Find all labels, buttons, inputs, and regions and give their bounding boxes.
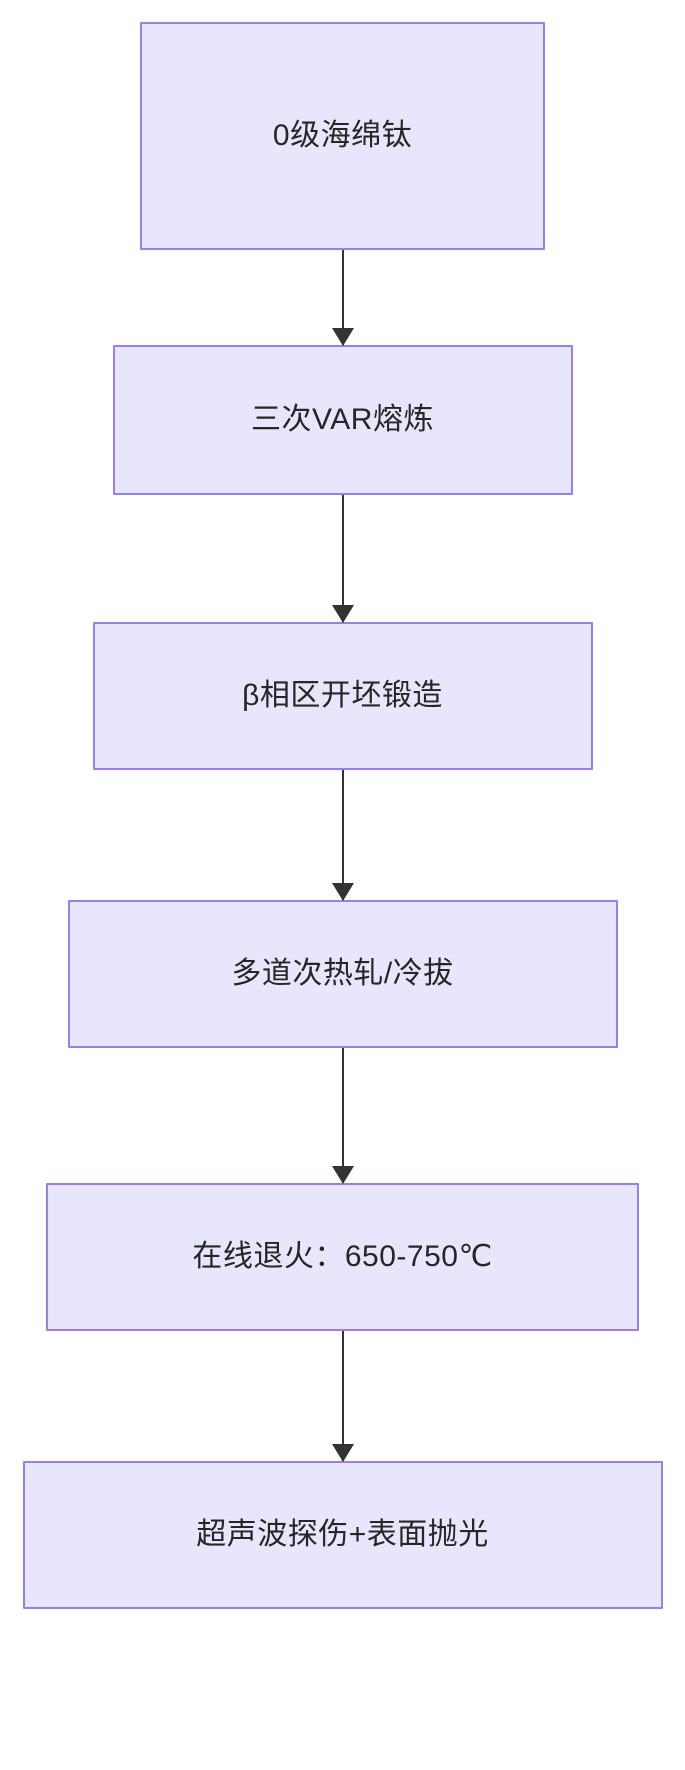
flowchart-node-n0[interactable]: 0级海绵钛 [140,22,545,250]
flowchart-node-n1[interactable]: 三次VAR熔炼 [112,345,573,495]
down-arrow-icon [331,1166,354,1184]
down-arrow-icon [331,605,354,623]
flowchart-node-n5[interactable]: 超声波探伤+表面抛光 [22,1461,663,1609]
flowchart-edge-n1-n2 [331,495,354,623]
flowchart-edge-n0-n1 [331,250,354,346]
down-arrow-icon [331,883,354,901]
flowchart-node-label: β相区开坯锻造 [242,679,443,712]
down-arrow-icon [331,328,354,346]
flowchart-edge-n2-n3 [331,770,354,901]
flowchart-node-label: 多道次热轧/冷拔 [231,957,454,990]
down-arrow-icon [331,1444,354,1462]
flowchart-node-n2[interactable]: β相区开坯锻造 [92,622,593,770]
flowchart-node-label: 0级海绵钛 [272,119,413,152]
flowchart-edge-n4-n5 [331,1331,354,1462]
flowchart-node-label: 超声波探伤+表面抛光 [196,1518,489,1551]
flowchart-node-label: 三次VAR熔炼 [251,403,434,436]
flowchart-node-label: 在线退火：650-750℃ [192,1240,493,1273]
flowchart-node-n4[interactable]: 在线退火：650-750℃ [46,1183,639,1331]
flowchart-node-n3[interactable]: 多道次热轧/冷拔 [67,900,618,1048]
flowchart-edge-n3-n4 [331,1048,354,1184]
